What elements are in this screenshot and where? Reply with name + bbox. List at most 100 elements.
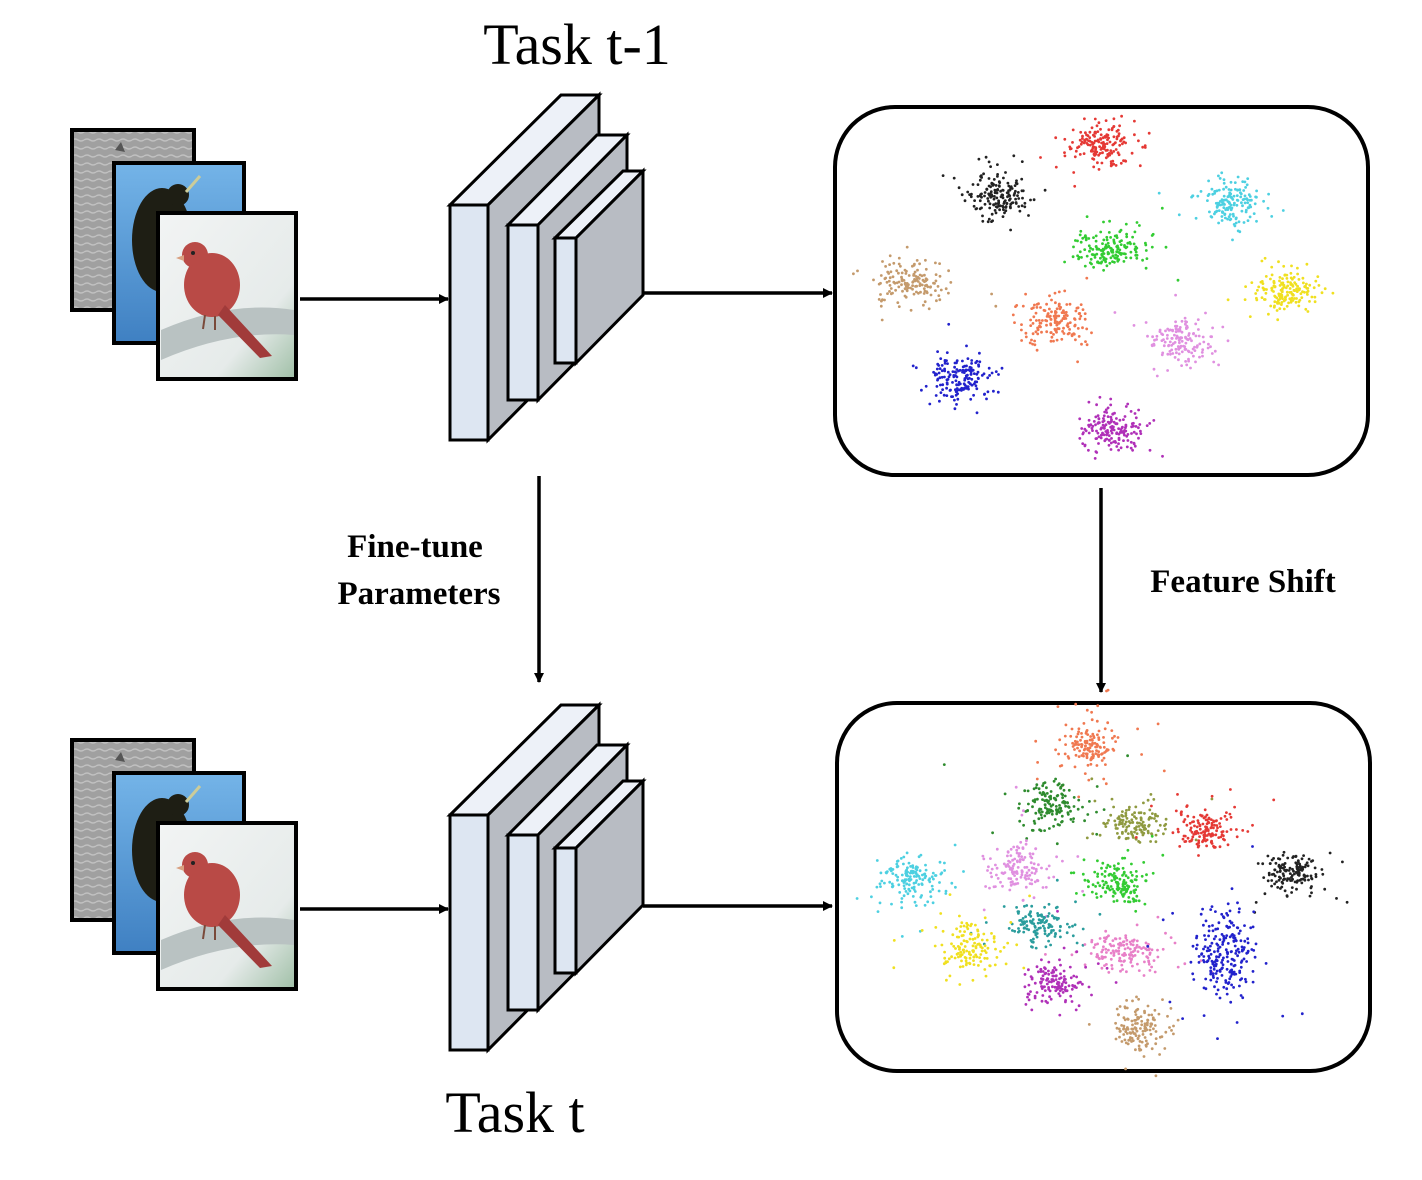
cluster-point — [1101, 886, 1105, 890]
cluster-point — [1078, 233, 1082, 237]
cluster-point — [1124, 405, 1128, 408]
cluster-point — [916, 280, 920, 283]
cluster-point — [1220, 215, 1224, 218]
cluster-point — [1207, 832, 1211, 836]
cluster-point — [945, 394, 949, 397]
cluster-point — [943, 361, 947, 365]
cluster-point — [1156, 915, 1160, 919]
cluster-point — [1209, 335, 1213, 338]
cluster-point — [982, 932, 986, 936]
cluster-point — [1129, 942, 1133, 946]
cluster-point — [1091, 750, 1094, 753]
cluster-point — [905, 851, 909, 855]
cluster-point — [1048, 989, 1052, 993]
cluster-point — [1004, 864, 1008, 868]
cluster-point — [1021, 847, 1025, 850]
cluster-point — [1049, 322, 1052, 326]
cluster-point — [900, 906, 904, 910]
cluster-point — [1122, 439, 1125, 442]
cluster-point — [1193, 830, 1197, 834]
cluster-point — [1300, 881, 1304, 885]
cluster-point — [905, 873, 909, 877]
cluster-point — [1220, 219, 1224, 222]
cluster-point — [903, 268, 907, 272]
cluster-point — [1225, 934, 1229, 937]
cluster-point — [1130, 425, 1133, 429]
cluster-point — [983, 393, 986, 396]
cluster-point — [1146, 1042, 1149, 1046]
cluster-point — [1158, 1053, 1161, 1056]
cluster-point — [1096, 704, 1100, 708]
cluster-point — [1109, 957, 1113, 961]
cluster-point — [1125, 809, 1128, 812]
cluster-point — [1068, 147, 1072, 151]
cluster-point — [1113, 867, 1117, 870]
cluster-point — [888, 290, 891, 293]
cluster-point — [1013, 321, 1016, 324]
cluster-point — [1277, 260, 1280, 264]
cluster-point — [1131, 943, 1135, 947]
cluster-point — [1041, 978, 1045, 981]
cluster-point — [1128, 947, 1132, 951]
cluster-point — [1183, 818, 1187, 821]
cluster-point — [1090, 993, 1093, 997]
cluster-point — [879, 293, 882, 296]
cluster-point — [983, 194, 986, 198]
cluster-point — [1045, 786, 1048, 790]
cluster-point — [984, 974, 988, 978]
cluster-point — [1120, 1040, 1124, 1043]
cluster-point — [1050, 812, 1054, 816]
cluster-point — [1144, 941, 1148, 945]
cluster-point — [1216, 988, 1220, 992]
cluster-point — [1081, 432, 1085, 436]
cluster-point — [1062, 975, 1066, 978]
cluster-5 — [855, 843, 965, 938]
cluster-point — [1061, 991, 1065, 994]
cluster-point — [1285, 895, 1289, 898]
cluster-point — [1086, 763, 1090, 767]
cluster-point — [938, 376, 942, 380]
cluster-point — [898, 891, 902, 894]
cluster-point — [1134, 805, 1138, 809]
cluster-point — [1302, 854, 1305, 857]
cluster-point — [1295, 887, 1298, 891]
cluster-point — [946, 362, 949, 365]
cluster-point — [1015, 906, 1018, 909]
cluster-point — [1054, 932, 1057, 935]
cluster-point — [1121, 825, 1125, 828]
cluster-point — [1036, 761, 1039, 764]
cluster-point — [1109, 885, 1113, 888]
cluster-point — [1090, 140, 1094, 144]
cluster-point — [990, 292, 993, 296]
cluster-point — [1191, 347, 1195, 351]
cluster-point — [1102, 736, 1105, 739]
cluster-point — [1197, 955, 1201, 958]
cluster-point — [1020, 920, 1024, 923]
cluster-point — [889, 869, 893, 873]
cluster-point — [1094, 245, 1098, 248]
cluster-point — [939, 357, 943, 360]
cluster-point — [1146, 1021, 1149, 1025]
cluster-point — [1201, 839, 1205, 842]
cluster-point — [1012, 870, 1016, 874]
cluster-point — [1062, 326, 1065, 330]
cluster-point — [1020, 873, 1024, 877]
cluster-point — [1242, 946, 1246, 949]
cluster-point — [1069, 818, 1073, 821]
cluster-point — [1066, 332, 1070, 336]
cluster-point — [1009, 847, 1013, 851]
cluster-point — [972, 372, 976, 375]
cluster-point — [1085, 708, 1089, 712]
cluster-point — [1124, 256, 1128, 259]
cluster-point — [1212, 967, 1216, 971]
cluster-point — [1242, 189, 1246, 192]
cluster-point — [1216, 977, 1219, 980]
cluster-point — [1131, 940, 1135, 943]
cluster-point — [1099, 433, 1103, 437]
cluster-point — [982, 857, 986, 861]
cluster-point — [1062, 332, 1066, 335]
cluster-point — [1098, 833, 1102, 837]
cluster-point — [1102, 147, 1106, 151]
cluster-point — [1290, 874, 1294, 877]
cluster-point — [916, 268, 919, 272]
